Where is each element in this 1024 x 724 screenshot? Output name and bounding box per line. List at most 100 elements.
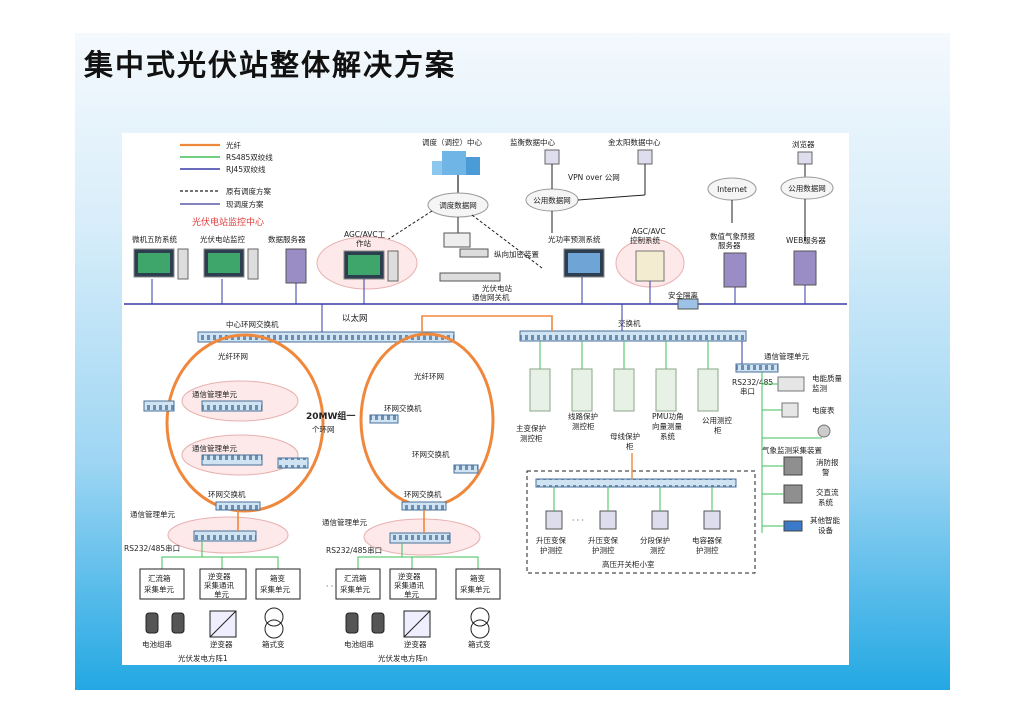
vpn-label: VPN over 公网 xyxy=(568,173,620,182)
array-left-inverter-label-3: 单元 xyxy=(214,589,229,599)
fire-alarm-icon xyxy=(783,456,803,476)
agc-avc-ctrl-label-1: AGC/AVC xyxy=(632,227,666,236)
weather-station-icon xyxy=(817,424,831,438)
hv-item-3-label-2: 测控 xyxy=(650,545,665,555)
encryption-label: 纵向加密装置 xyxy=(494,249,539,259)
array-right-inverter-label-1: 逆变器 xyxy=(398,571,421,581)
comm-unit-icon xyxy=(735,363,779,373)
gold-sun-server-icon xyxy=(637,149,653,165)
array-right-transformer-label: 箱式变 xyxy=(468,639,491,649)
ring-switch-3-icon xyxy=(453,464,479,474)
cabinet-3-icon xyxy=(613,368,635,412)
web-server-label: WEB服务器 xyxy=(786,235,826,245)
ring-switch-4-label: 环网交换机 xyxy=(404,489,442,499)
system-diagram: 光纤 RS485双绞线 RJ45双绞线 原有调度方案 现调度方案 光伏电站监控中… xyxy=(122,133,849,665)
legend-rj45-label: RJ45双绞线 xyxy=(226,164,266,174)
array-left-inverter-label-1: 逆变器 xyxy=(208,571,231,581)
cabinet-3-label-1: 母线保护 xyxy=(610,431,640,441)
array-left-combiner-label-1: 汇流箱 xyxy=(148,573,171,583)
energy-meter-label: 电度表 xyxy=(812,405,835,415)
energy-meter-icon xyxy=(781,402,799,418)
slide-title: 集中式光伏站整体解决方案 xyxy=(84,48,457,82)
array-right-combiner-label-2: 采集单元 xyxy=(340,584,370,594)
web-server-icon xyxy=(793,250,817,286)
array-left-comm-unit-icon xyxy=(193,530,257,542)
array-right-inverter-label-3: 单元 xyxy=(404,589,419,599)
internet-label: Internet xyxy=(717,185,747,194)
weather-server-label-2: 服务器 xyxy=(718,240,741,250)
public-network-2-cloud xyxy=(780,176,834,200)
ring-switch-2-label: 环网交换机 xyxy=(384,403,422,413)
cabinet-4-label-1: PMU功角 xyxy=(652,411,683,421)
other-devices-label-1: 其他智能 xyxy=(810,515,840,525)
array-left-battery-icon xyxy=(145,612,159,634)
data-server-icon xyxy=(285,248,307,284)
center-ring-switch-label: 中心环网交换机 xyxy=(226,319,279,329)
array-left-transformer-icon xyxy=(264,607,284,627)
hv-item-4-label-2: 护测控 xyxy=(696,545,719,555)
microcomputer-5-label: 微机五防系统 xyxy=(132,234,177,244)
security-isolation-label: 安全隔离 xyxy=(668,290,698,300)
dispatch-network-label: 调度数据网 xyxy=(439,200,477,210)
fiber-ring-label: 光纤环网 xyxy=(218,351,248,361)
legend-old-dispatch-label: 原有调度方案 xyxy=(226,186,271,196)
right-devices: 电能质量 监测 电度表 气象监测采集装置 消防报 警 交直流 系统 其他智能 设… xyxy=(761,372,842,535)
hv-item-2-label-1: 升压变保 xyxy=(588,535,618,545)
array-left-inverter-label-2: 采集通讯 xyxy=(204,580,234,590)
stations-row: 微机五防系统 光伏电站监控 数据服务器 AGC/AVC工 作站 纵向加密装置 光… xyxy=(132,227,826,302)
ethernet-label: 以太网 xyxy=(342,313,368,324)
hv-item-1-label-2: 护测控 xyxy=(540,545,563,555)
array-left-combiner-box xyxy=(139,568,185,600)
ac-dc-system-label-2: 系统 xyxy=(818,497,833,507)
array-left-rs-port-label: RS232/485串口 xyxy=(124,544,180,553)
browser-label: 浏览器 xyxy=(792,139,815,149)
pv-power-forecast-label: 光功率预测系统 xyxy=(548,234,601,244)
other-devices-icon xyxy=(783,520,803,532)
array-left-title: 光伏发电方阵1 xyxy=(178,653,228,663)
cabinet-4-label-2: 向量测量 xyxy=(652,421,682,431)
ring-unit-b-label: 通信管理单元 xyxy=(192,443,237,453)
weather-station-label: 气象监测采集装置 xyxy=(762,445,822,455)
agc-avc-ctrl-label-2: 控制系统 xyxy=(630,235,660,245)
hv-room-title: 高压开关柜小室 xyxy=(602,559,655,569)
ac-dc-system-label-1: 交直流 xyxy=(816,487,839,497)
public-network-label: 公用数据网 xyxy=(533,195,571,205)
power-quality-label-1: 电能质量 xyxy=(812,373,842,383)
diagram-canvas: 光纤 RS485双绞线 RJ45双绞线 原有调度方案 现调度方案 光伏电站监控中… xyxy=(124,137,847,663)
browser-computer-icon xyxy=(797,151,813,165)
array-left: 通信管理单元 RS232/485串口 汇流箱 采集单元 逆变器 采集通讯 单元 … xyxy=(124,509,301,663)
array-left-comm-unit-label: 通信管理单元 xyxy=(130,509,175,519)
hv-item-2-icon xyxy=(599,510,617,530)
hv-item-3-icon xyxy=(651,510,669,530)
gateway-icon xyxy=(439,272,501,282)
gold-sun-center-label: 金太阳数据中心 xyxy=(608,137,661,147)
array-right-comm-unit-icon xyxy=(389,532,451,544)
hv-item-1-icon xyxy=(545,510,563,530)
weather-server-icon xyxy=(723,252,747,288)
ring-note-label-2: 个环网 xyxy=(312,425,335,434)
array-left-inverter-device-label: 逆变器 xyxy=(210,639,233,649)
rs-port-right-label: RS232/485 xyxy=(732,378,773,387)
security-isolation-icon xyxy=(677,298,699,310)
array-right-battery-label: 电池组串 xyxy=(344,639,374,649)
hv-item-4-label-1: 电容器保 xyxy=(692,535,722,545)
fiber-ring-label-2: 光纤环网 xyxy=(414,371,444,381)
cabinet-4-icon xyxy=(655,368,677,412)
ring-switch-4-icon xyxy=(401,501,447,511)
array-left-combiner-label-2: 采集单元 xyxy=(144,584,174,594)
ring-switch-2-icon xyxy=(369,414,399,424)
switch-icon xyxy=(519,330,747,342)
array-right-title: 光伏发电方阵n xyxy=(378,653,428,663)
other-devices-label-2: 设备 xyxy=(818,525,833,535)
legend: 光纤 RS485双绞线 RJ45双绞线 原有调度方案 现调度方案 光伏电站监控中… xyxy=(180,140,273,228)
power-quality-label-2: 监测 xyxy=(812,383,827,393)
encryption-device-icon xyxy=(443,232,471,248)
agc-avc-ctrl-cabinet-icon xyxy=(635,250,665,282)
ring-switch-1-icon xyxy=(215,501,261,511)
ring-switch-3-label: 环网交换机 xyxy=(412,449,450,459)
array-left-inverter-box xyxy=(199,568,247,600)
center-ring-switch-icon xyxy=(197,331,455,343)
supervision-center-label: 监衡数据中心 xyxy=(510,137,555,147)
comm-unit-label: 通信管理单元 xyxy=(764,351,809,361)
cabinets-row: 主变保护 测控柜 线路保护 测控柜 母线保护 柜 PMU功角 向量测量 系统 公… xyxy=(516,341,732,451)
